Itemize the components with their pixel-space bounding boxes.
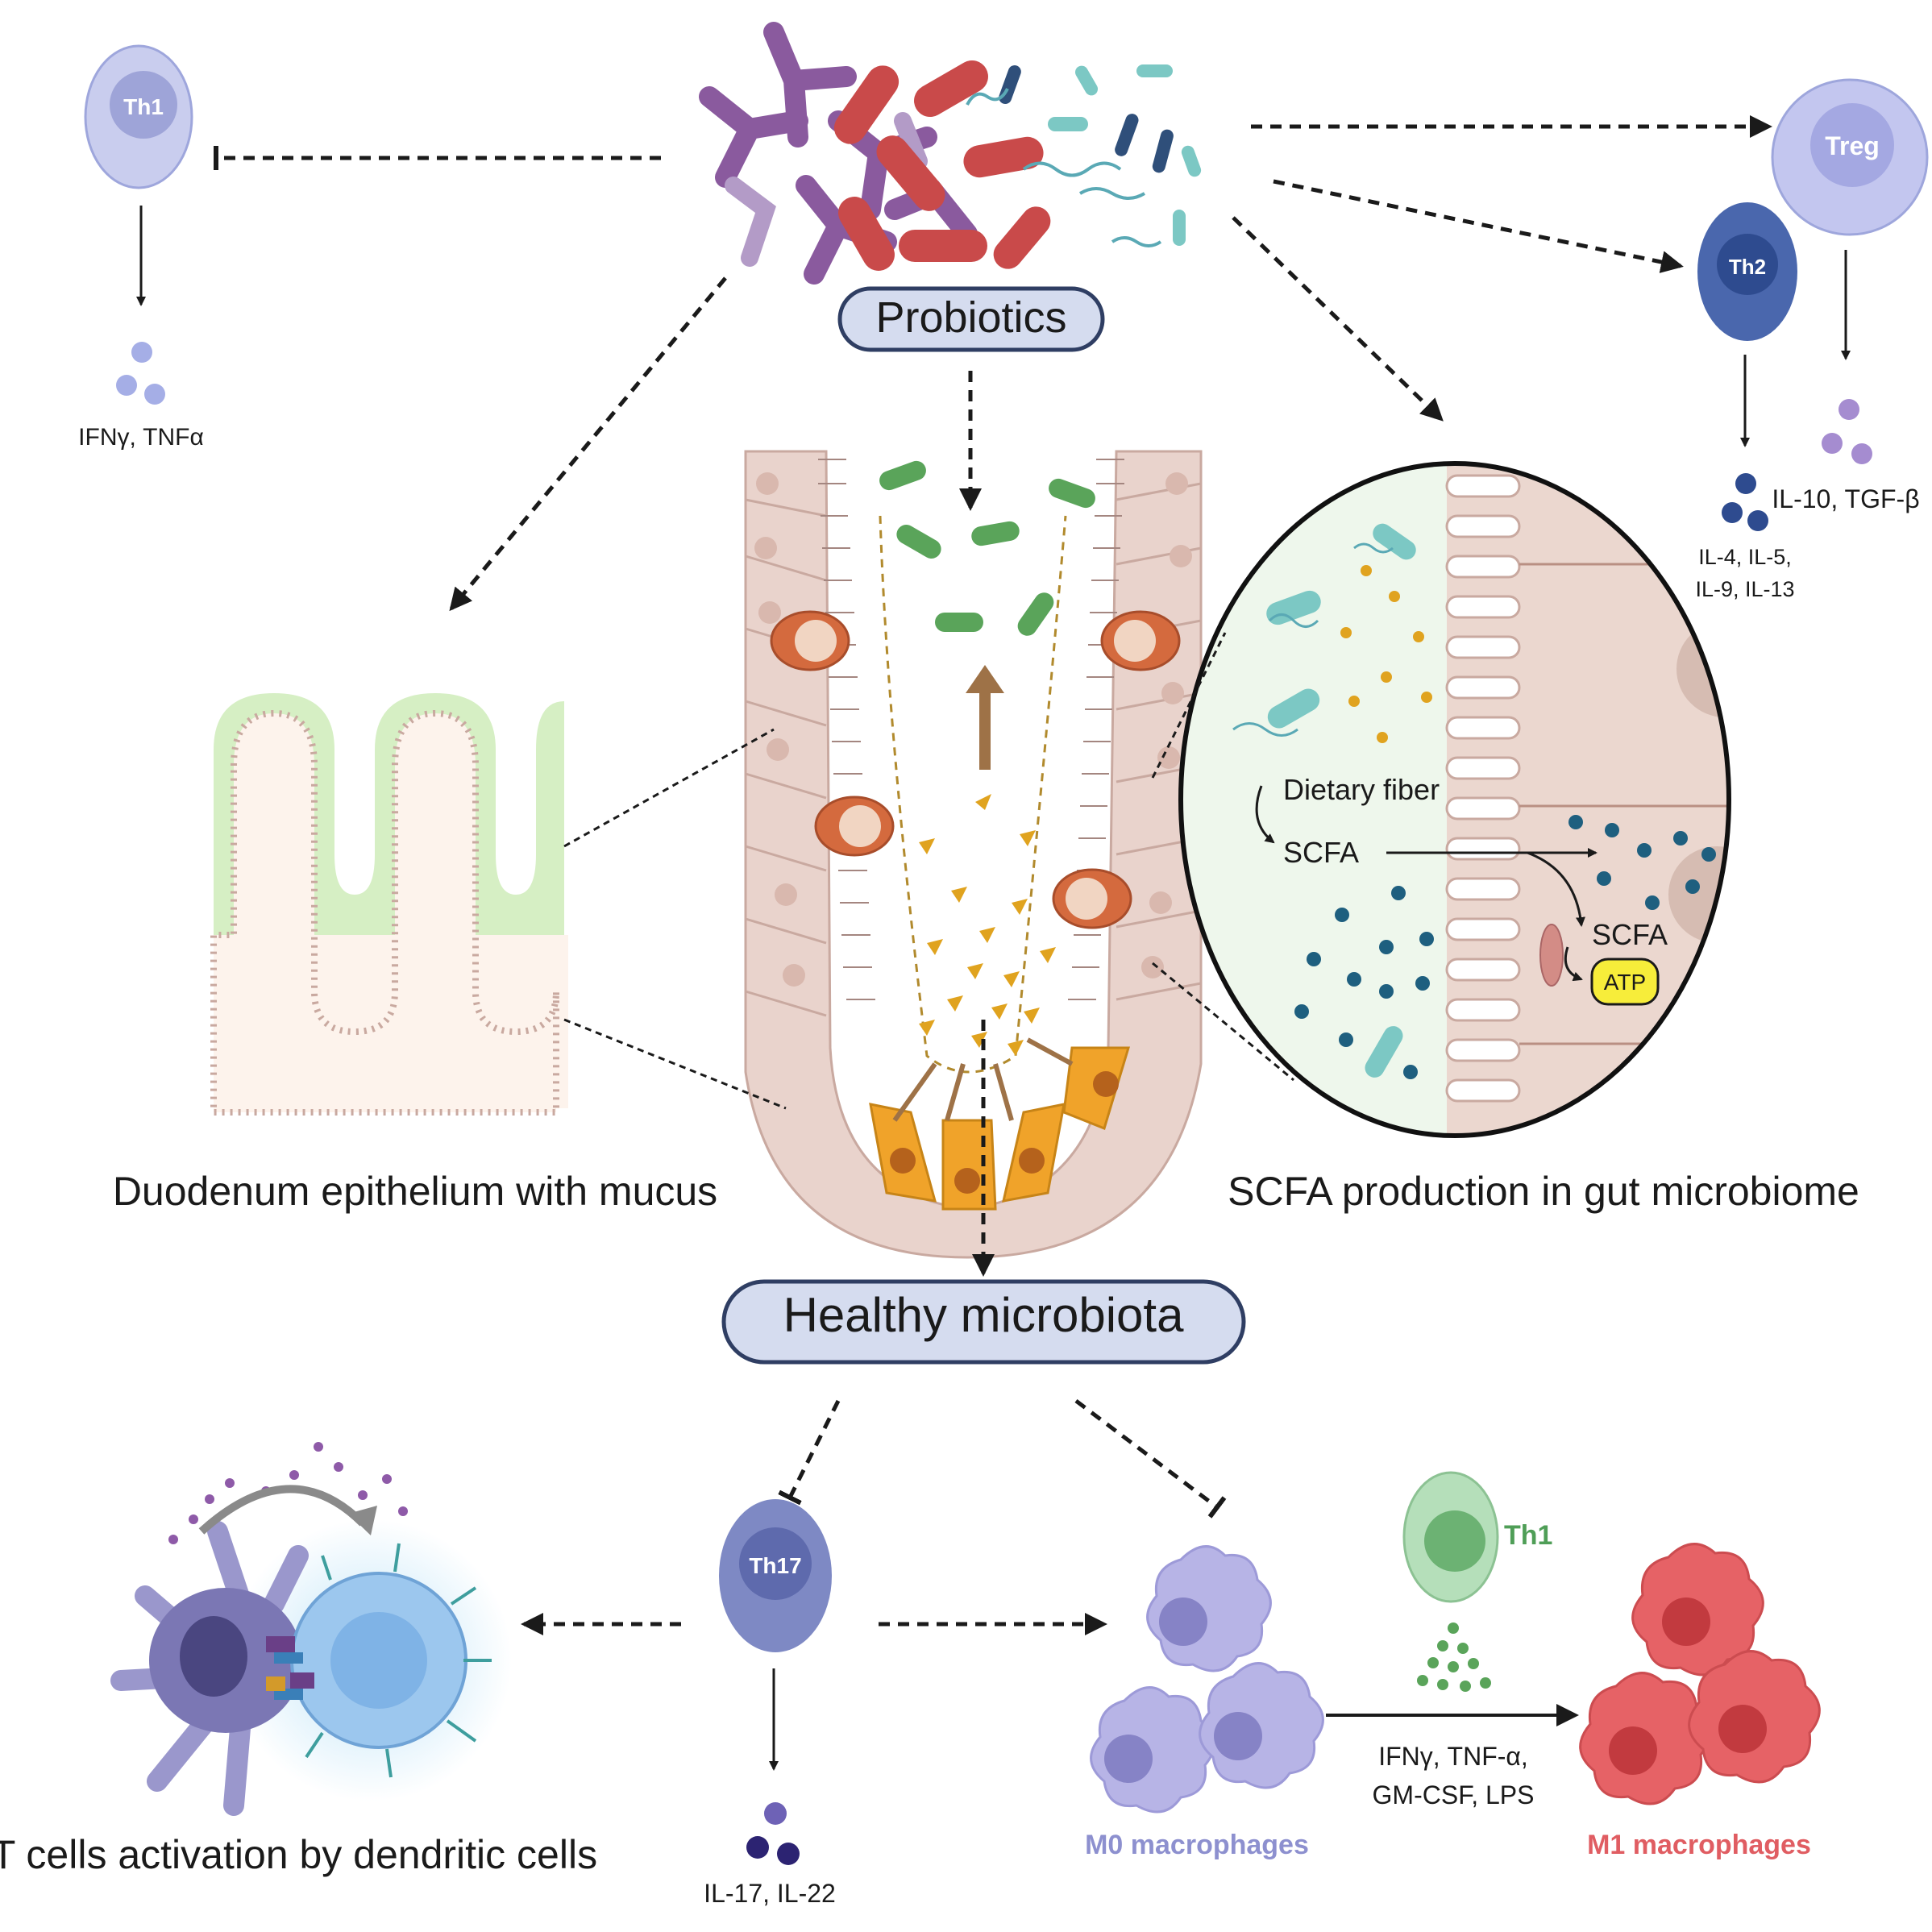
m0-label: M0 macrophages	[1085, 1830, 1309, 1860]
dendritic-t-cell-illustration	[110, 1442, 512, 1816]
scfa-zoom-circle: Dietary fiber SCFA SCFA ATP	[1178, 461, 1731, 1138]
atp-label: ATP	[1604, 970, 1646, 995]
th17-cytokine-dots	[746, 1802, 800, 1865]
duodenum-label: Duodenum epithelium with mucus	[113, 1169, 717, 1214]
m0-macrophages-illustration	[1090, 1545, 1324, 1814]
th17-cytokines: IL-17, IL-22	[704, 1879, 836, 1908]
probiotics-to-duodenum-arrow	[449, 276, 727, 612]
th2-cytokine-dots	[1722, 473, 1768, 531]
th2-cytokines-line1: IL-4, IL-5,	[1698, 545, 1792, 569]
microbiota-inhibit-th17-arrow	[778, 1399, 841, 1506]
atp-box	[1590, 958, 1660, 1006]
th1-bottom-cytokine-dots	[1417, 1622, 1491, 1692]
th1-bottom-label: Th1	[1504, 1520, 1552, 1551]
th1-cell-bottom	[1402, 1471, 1499, 1603]
treg-cell: Treg	[1771, 78, 1929, 236]
treg-label: Treg	[1825, 131, 1880, 160]
duodenum-illustration	[210, 693, 568, 1116]
th2-cell: Th2	[1697, 202, 1797, 341]
th2-cytokines-line2: IL-9, IL-13	[1695, 577, 1794, 601]
probiotics-box: Probiotics	[837, 286, 1105, 352]
m1-label: M1 macrophages	[1587, 1830, 1811, 1860]
probiotics-to-scfa-arrow	[1232, 216, 1444, 422]
scfa-label-1: SCFA	[1283, 836, 1359, 869]
probiotics-bacteria-cluster	[699, 22, 1202, 285]
probiotics-label: Probiotics	[875, 293, 1066, 342]
treg-cytokine-dots	[1822, 399, 1872, 464]
microbiota-inhibit-m0-arrow	[1074, 1399, 1227, 1519]
th17-cell: Th17	[719, 1499, 832, 1652]
scfa-production-label: SCFA production in gut microbiome	[1228, 1169, 1859, 1214]
healthy-microbiota-label: Healthy microbiota	[783, 1288, 1185, 1342]
th1-top-cytokine-dots	[116, 342, 165, 405]
treg-cytokines: IL-10, TGF-β	[1772, 484, 1919, 513]
th1-cell-top: Th1	[84, 44, 193, 189]
th1-top-label: Th1	[123, 94, 164, 119]
m1-stimuli-line1: IFNγ, TNF-α,	[1378, 1742, 1528, 1771]
th2-label: Th2	[1729, 255, 1766, 279]
dietary-fiber-label: Dietary fiber	[1283, 773, 1440, 806]
intestinal-crypt	[744, 450, 1203, 1259]
probiotics-to-th2-arrow	[1273, 179, 1684, 273]
duodenum-zoom-line-bottom	[563, 1018, 787, 1110]
m1-macrophages-illustration	[1579, 1543, 1821, 1805]
scfa-label-2: SCFA	[1592, 918, 1668, 951]
scfa-zoom-line-bottom	[1152, 962, 1294, 1082]
scfa-zoom-line-top	[1151, 632, 1227, 779]
th17-label: Th17	[749, 1553, 801, 1578]
healthy-microbiota-box: Healthy microbiota	[721, 1279, 1246, 1365]
duodenum-zoom-line-top	[563, 728, 775, 848]
th1-top-cytokines: IFNγ, TNFα	[78, 424, 204, 451]
m1-stimuli-line2: GM-CSF, LPS	[1373, 1780, 1535, 1809]
t-activation-label: T cells activation by dendritic cells	[0, 1832, 597, 1877]
